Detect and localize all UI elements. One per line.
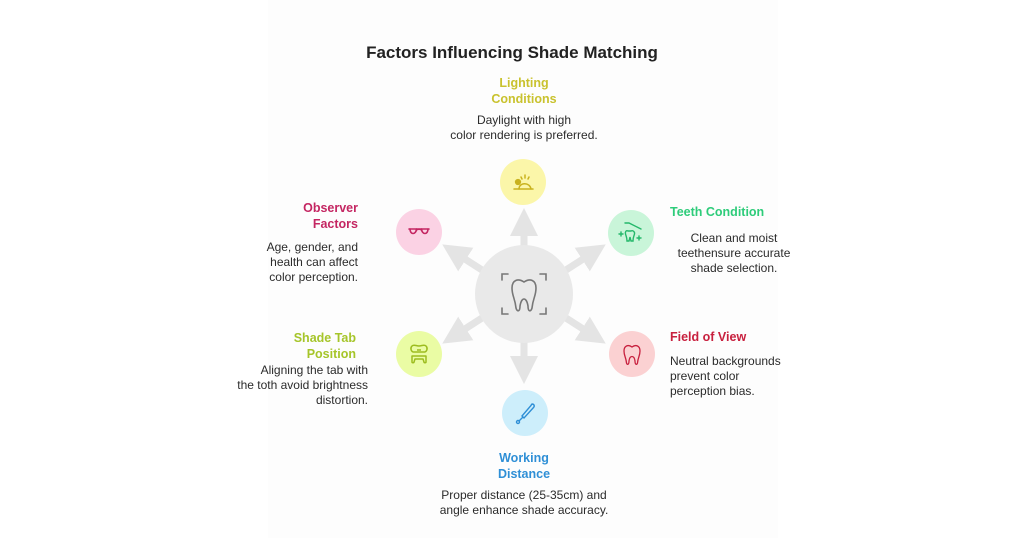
factor-shadetab: Shade Tab Position — [210, 330, 356, 362]
observer-desc-line3: color perception. — [269, 270, 358, 284]
shadetab-desc-line2: the toth avoid brightness — [237, 378, 368, 392]
arrow-up-right — [564, 244, 606, 273]
shadetab-description: Aligning the tab with the toth avoid bri… — [200, 363, 368, 408]
distance-description: Proper distance (25-35cm) and angle enha… — [400, 488, 648, 518]
observer-desc-line1: Age, gender, and — [266, 240, 358, 254]
arrow-down-right — [564, 315, 606, 344]
glasses-icon — [408, 228, 430, 235]
observer-heading-line1: Observer — [303, 201, 358, 215]
distance-desc-line2: angle enhance shade accuracy. — [439, 503, 609, 517]
tooth-scan-icon — [501, 273, 547, 315]
field-desc-line3: perception bias. — [670, 384, 755, 398]
teeth-desc-line1: Clean and moist — [690, 231, 778, 245]
field-desc-line1: Neutral backgrounds — [670, 354, 781, 368]
lighting-desc-line2: color rendering is preferred. — [450, 128, 598, 142]
distance-desc-line1: Proper distance (25-35cm) and — [441, 488, 607, 502]
sunrise-icon — [513, 174, 534, 190]
teeth-heading: Teeth Condition — [670, 205, 765, 219]
lighting-heading-line2: Conditions — [491, 92, 557, 106]
factor-teeth: Teeth Condition Clean and moist teethens… — [670, 204, 810, 276]
lighting-desc-line1: Daylight with high — [476, 113, 572, 127]
shadetab-desc-line3: distortion. — [315, 393, 368, 407]
factor-field: Field of View Neutral backgrounds preven… — [670, 329, 810, 399]
field-desc-line2: prevent color — [670, 369, 740, 383]
distance-icon-circle — [502, 390, 548, 436]
distance-heading-line2: Distance — [497, 467, 551, 481]
teeth-desc-line3: shade selection. — [690, 261, 778, 275]
factor-observer: Observer Factors Age, gender, and health… — [230, 200, 358, 285]
teeth-desc-line2: teethensure accurate — [677, 246, 791, 260]
lighting-icon-circle — [500, 159, 546, 205]
center-hub — [475, 245, 573, 343]
factor-lighting: Lighting Conditions Daylight with high c… — [424, 75, 624, 143]
shadetab-heading-line2: Position — [306, 347, 356, 361]
teeth-icon-circle — [608, 210, 654, 256]
factor-distance: Working Distance — [424, 450, 624, 482]
shade-tab-icon — [410, 344, 428, 364]
observer-icon-circle — [396, 209, 442, 255]
observer-desc-line2: health can affect — [270, 255, 358, 269]
observer-heading-line2: Factors — [312, 217, 358, 231]
tooth-icon — [623, 344, 641, 365]
dental-probe-icon — [515, 403, 535, 425]
lighting-heading-line1: Lighting — [499, 76, 549, 90]
field-heading: Field of View — [670, 330, 747, 344]
shadetab-heading-line1: Shade Tab — [293, 331, 356, 345]
arrow-down-left — [442, 315, 484, 344]
diagram-title: Factors Influencing Shade Matching — [366, 43, 658, 62]
distance-heading-line1: Working — [499, 451, 549, 465]
arrow-up-left — [442, 244, 484, 273]
toothbrush-sparkle-icon — [618, 222, 642, 242]
shadetab-desc-line1: Aligning the tab with — [260, 363, 368, 377]
shadetab-icon-circle — [396, 331, 442, 377]
field-icon-circle — [609, 331, 655, 377]
